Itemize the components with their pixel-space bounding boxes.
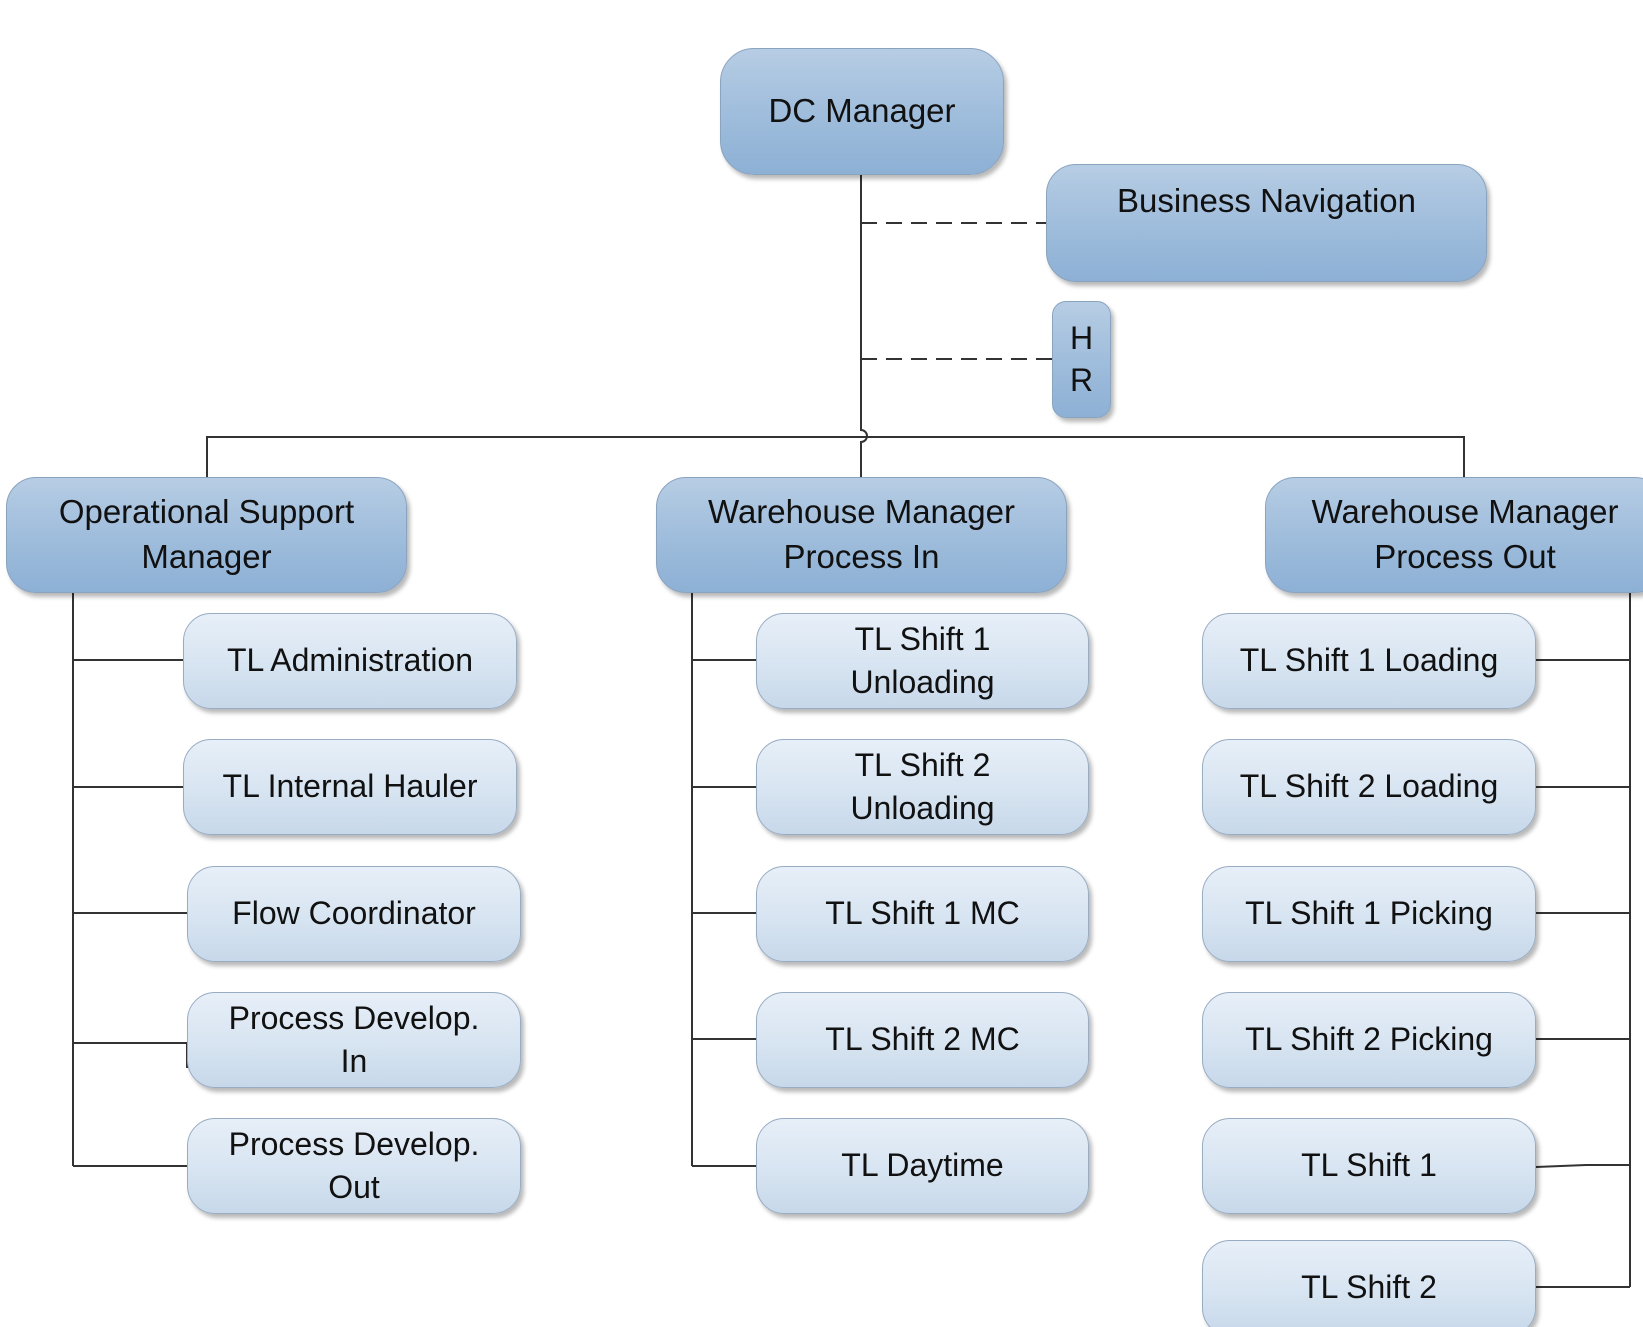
node-warehouse-manager-process-out: Warehouse Manager Process Out — [1265, 477, 1643, 593]
node-tl-shift-1-mc: TL Shift 1 MC — [756, 866, 1089, 962]
ops-branch-4 — [73, 1042, 188, 1068]
manager-bus — [206, 436, 1465, 477]
node-tl-daytime: TL Daytime — [756, 1118, 1089, 1214]
node-flow-coordinator: Flow Coordinator — [187, 866, 521, 962]
node-tl-shift-1-unloading: TL Shift 1 Unloading — [756, 613, 1089, 709]
node-operational-support-manager: Operational Support Manager — [6, 477, 407, 593]
node-business-navigation: Business Navigation — [1046, 164, 1487, 282]
node-tl-shift-2-mc: TL Shift 2 MC — [756, 992, 1089, 1088]
node-hr: H R — [1052, 301, 1111, 418]
node-tl-shift-1-picking: TL Shift 1 Picking — [1202, 866, 1536, 962]
node-tl-shift-2-loading: TL Shift 2 Loading — [1202, 739, 1536, 835]
node-tl-shift-2-picking: TL Shift 2 Picking — [1202, 992, 1536, 1088]
node-process-develop-in: Process Develop. In — [187, 992, 521, 1088]
out-branch-5 — [1535, 1164, 1630, 1168]
root-trunk — [860, 175, 868, 477]
node-tl-shift-1: TL Shift 1 — [1202, 1118, 1536, 1214]
node-tl-shift-1-loading: TL Shift 1 Loading — [1202, 613, 1536, 709]
node-tl-internal-hauler: TL Internal Hauler — [183, 739, 517, 835]
node-tl-administration: TL Administration — [183, 613, 517, 709]
node-dc-manager: DC Manager — [720, 48, 1004, 175]
node-process-develop-out: Process Develop. Out — [187, 1118, 521, 1214]
node-tl-shift-2: TL Shift 2 — [1202, 1240, 1536, 1327]
node-tl-shift-2-unloading: TL Shift 2 Unloading — [756, 739, 1089, 835]
node-warehouse-manager-process-in: Warehouse Manager Process In — [656, 477, 1067, 593]
